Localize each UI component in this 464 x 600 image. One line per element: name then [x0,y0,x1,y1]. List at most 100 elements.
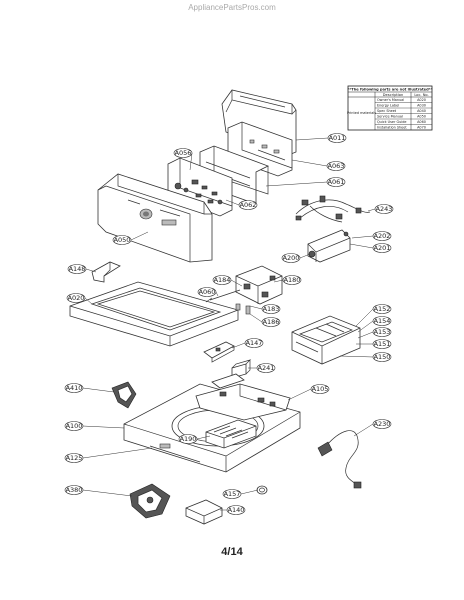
part-tag-a183: A183 [261,304,281,314]
part-tag-label: A154 [374,317,391,325]
leader-line-a011 [295,137,329,141]
part-tag-a011: A011 [327,133,347,143]
part-tag-oval [310,384,330,394]
part-top-cover [123,373,301,473]
part-lid-lock [205,265,283,315]
leader-line-a150 [339,355,374,358]
part-tag-a151: A151 [372,339,392,349]
table-header-loc: Loc. No. [414,93,428,97]
part-tag-oval [326,161,346,171]
part-tag-oval [256,363,276,373]
part-tag-oval [372,243,392,253]
part-tag-label: A230 [374,420,391,428]
table-title: **The following parts are not illustrate… [348,88,433,92]
part-tag-oval [238,200,258,210]
part-wire-harness [295,195,371,223]
part-tag-a140: A140 [226,505,246,515]
leader-line-a153 [357,331,374,339]
part-tag-oval [197,287,217,297]
table-row-description: Spec Sheet [377,109,397,113]
leader-line-a184 [230,279,243,287]
part-tag-a154: A154 [372,316,392,326]
part-tag-a184: A184 [212,275,232,285]
part-tag-a147: A147 [244,338,264,348]
part-tag-label: A153 [374,328,391,336]
part-tag-label: A140 [228,506,245,514]
part-tag-oval [374,204,394,214]
part-tag-oval [226,505,246,515]
part-hinge-bracket [111,381,137,409]
leader-line-a243 [367,208,376,212]
part-tag-a230: A230 [372,419,392,429]
table-row-loc: A070 [417,126,426,130]
part-tag-oval [112,235,132,245]
leader-line-a063 [291,159,328,167]
table-row-loc: A020 [417,98,426,102]
part-tag-oval [244,338,264,348]
leader-line-a183 [249,305,263,310]
part-tag-a186: A186 [261,317,281,327]
part-tag-a201: A201 [372,243,392,253]
table-row-loc: A050 [417,115,426,119]
leader-line-a125 [82,447,153,459]
part-tag-oval [372,304,392,314]
part-tag-label: A125 [66,454,83,462]
page-number: 4/14 [221,546,243,558]
part-tag-a050: A050 [112,235,132,245]
part-tag-a180: A180 [282,275,302,285]
part-tag-oval [327,133,347,143]
leader-line-a157 [240,489,259,495]
leader-line-a020 [84,297,93,305]
part-tag-a060: A060 [197,287,217,297]
part-tag-oval [173,148,193,158]
part-tag-a380: A380 [64,485,84,495]
part-tag-oval [282,275,302,285]
part-tag-label: A020 [68,294,85,302]
part-tag-label: A011 [329,134,346,142]
part-tag-oval [222,489,242,499]
leader-line-a060 [215,291,219,297]
table-row-description: Owner's Manual [377,98,404,102]
part-tag-a100: A100 [64,421,84,431]
part-tag-a063: A063 [326,161,346,171]
part-tag-a190: A190 [178,434,198,444]
part-rear-bracket [185,499,223,525]
part-tag-label: A148 [69,265,86,273]
part-tag-label: A410 [66,384,83,392]
part-tag-label: A380 [66,486,83,494]
leader-line-a061 [265,181,328,187]
part-tag-oval [66,293,86,303]
part-tag-oval [372,419,392,429]
leader-line-a380 [82,489,133,497]
part-control-panel [97,173,213,263]
part-tag-oval [281,253,301,263]
part-filter-insert [205,419,257,449]
part-tag-a152: A152 [372,304,392,314]
table-row-loc: A040 [417,109,426,113]
leader-line-a100 [82,425,125,429]
part-tag-label: A201 [374,244,391,252]
part-tag-label: A183 [263,305,280,313]
part-tag-a056: A056 [173,148,193,158]
part-grommet [256,485,268,495]
leader-line-a201 [349,243,374,249]
leader-line-a148 [85,268,97,273]
leader-line-a152 [355,308,374,327]
part-tag-label: A157 [224,490,241,498]
leader-line-a105 [287,388,312,401]
leader-line-a154 [357,320,374,333]
part-tag-a105: A105 [310,384,330,394]
part-tag-label: A190 [180,435,197,443]
part-tag-oval [212,275,232,285]
leader-line-a200 [299,253,311,259]
table-row-loc: A030 [417,104,426,108]
part-tag-oval [178,434,198,444]
table-header-description: Description [383,93,403,97]
part-tag-label: A152 [374,305,391,313]
leader-line-a202 [351,235,374,239]
part-dispenser-drawer [291,315,361,365]
part-tag-a148: A148 [67,264,87,274]
